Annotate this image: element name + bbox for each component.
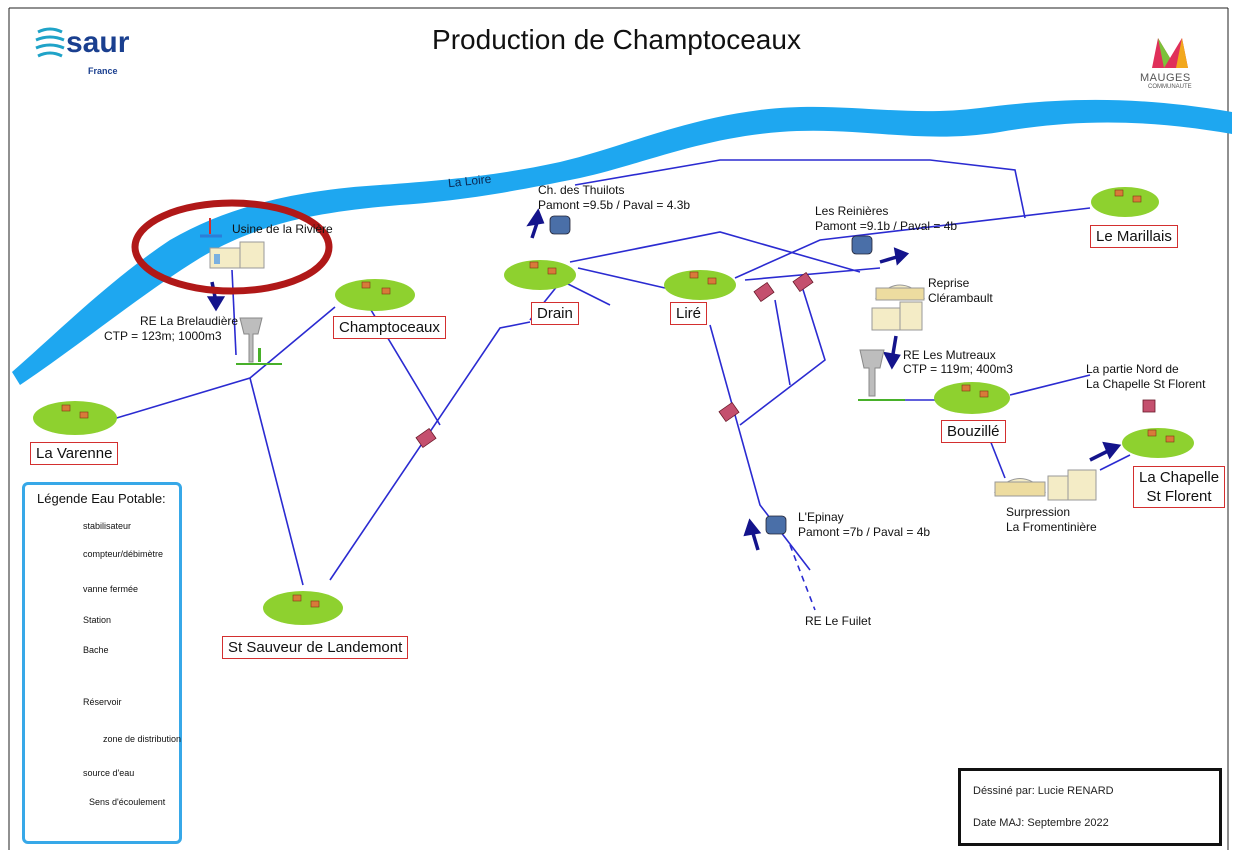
label-re-brelaudiere: RE La Brelaudière — [140, 314, 239, 328]
credit-author: Déssiné par: Lucie RENARD — [973, 785, 1114, 797]
label-reinieres-pressure: Pamont =9.1b / Paval = 4b — [815, 219, 958, 233]
label-thuilots-pressure: Pamont =9.5b / Paval = 4.3b — [538, 198, 691, 212]
label-epinay-pressure: Pamont =7b / Paval = 4b — [798, 525, 931, 539]
stabilisateur-icon — [765, 515, 787, 535]
usine-station — [200, 218, 265, 269]
credit-date: Date MAJ: Septembre 2022 — [973, 817, 1109, 829]
page-title: Production de Champtoceaux — [432, 24, 801, 55]
closed-valves — [415, 271, 1156, 449]
label-re-brelaudiere-ctp: CTP = 123m; 1000m3 — [104, 329, 222, 343]
stabilisateur-icon — [851, 235, 873, 255]
label-partie-nord: La partie Nord de — [1086, 362, 1179, 376]
vanne-fermee-icon — [753, 281, 775, 303]
mauges-logo-icon — [1152, 38, 1188, 68]
label-reinieres: Les Reinières — [815, 204, 889, 218]
river-loire — [12, 99, 1232, 385]
legend-item-vanne: vanne fermée — [83, 584, 139, 594]
legend-item-bache: Bache — [83, 645, 109, 655]
legend-title: Légende Eau Potable: — [37, 491, 166, 506]
label-fuilet: RE Le Fuilet — [805, 614, 872, 628]
zone-st-sauveur — [263, 591, 343, 625]
town-la-chapelle: La Chapelle St Florent — [1133, 466, 1226, 508]
label-epinay: L'Epinay — [798, 510, 844, 524]
saur-logo-sub: France — [88, 66, 118, 76]
zone-lire — [664, 270, 736, 300]
vanne-fermee-icon — [718, 401, 740, 423]
zone-la-chapelle — [1122, 428, 1194, 458]
town-champtoceaux: Champtoceaux — [333, 316, 446, 339]
vanne-fermee-icon — [415, 427, 437, 449]
stabilisateur-icon — [549, 215, 571, 235]
legend-item-reservoir: Réservoir — [83, 697, 122, 707]
town-drain: Drain — [531, 302, 579, 325]
reservoir-mutreaux — [858, 349, 905, 401]
legend-item-zone: zone de distribution — [103, 734, 182, 744]
bache-clerambault — [871, 284, 926, 331]
houses — [61, 189, 1175, 608]
legend-item-stabilisateur: stabilisateur — [83, 521, 132, 531]
label-surpression: Surpression — [1006, 505, 1071, 519]
label-mutreaux-ctp: CTP = 119m; 400m3 — [903, 362, 1013, 376]
flow-arrows — [206, 208, 1122, 551]
legend-item-sens: Sens d'écoulement — [89, 797, 166, 807]
stabilisateurs — [549, 215, 873, 535]
label-partie-nord-2: La Chapelle St Florent — [1086, 377, 1206, 391]
mauges-logo-text: MAUGES — [1140, 72, 1191, 84]
credit-box: Déssiné par: Lucie RENARD Date MAJ: Sept… — [958, 768, 1222, 846]
legend-item-compteur: compteur/débimètre — [83, 549, 164, 559]
saur-logo-text: saur — [66, 26, 130, 59]
legend-item-station: Station — [83, 615, 112, 625]
label-thuilots: Ch. des Thuilots — [538, 183, 625, 197]
mauges-logo-sub: COMMUNAUTE — [1148, 84, 1192, 90]
label-clerambault: Clérambault — [928, 291, 993, 305]
legend-item-source: source d'eau — [83, 768, 135, 778]
zone-drain — [504, 260, 576, 290]
town-la-varenne: La Varenne — [30, 442, 119, 465]
distribution-zones — [33, 187, 1194, 625]
town-st-sauveur: St Sauveur de Landemont — [222, 636, 409, 659]
zone-le-marillais — [1091, 187, 1159, 217]
bache-fromentiniere — [993, 469, 1097, 501]
zone-champtoceaux — [335, 279, 415, 311]
highlight-oval — [131, 199, 333, 295]
vanne-fermee-icon — [1142, 399, 1156, 413]
town-bouzille: Bouzillé — [941, 420, 1006, 443]
label-usine: Usine de la Rivière — [232, 222, 333, 236]
label-fromentiniere: La Fromentinière — [1006, 520, 1097, 534]
zone-la-varenne — [33, 401, 117, 435]
label-reprise: Reprise — [928, 276, 970, 290]
label-mutreaux: RE Les Mutreaux — [903, 348, 996, 362]
saur-logo-icon — [35, 27, 65, 58]
vanne-fermee-icon — [792, 271, 814, 293]
town-lire: Liré — [670, 302, 708, 325]
reservoir-brelaudiere — [236, 317, 282, 365]
zone-bouzille — [934, 382, 1010, 414]
legend: Légende Eau Potable: stabilisateur compt… — [22, 482, 182, 844]
town-le-marillais: Le Marillais — [1090, 225, 1178, 248]
pipe-fuilet-dashed — [789, 544, 816, 611]
